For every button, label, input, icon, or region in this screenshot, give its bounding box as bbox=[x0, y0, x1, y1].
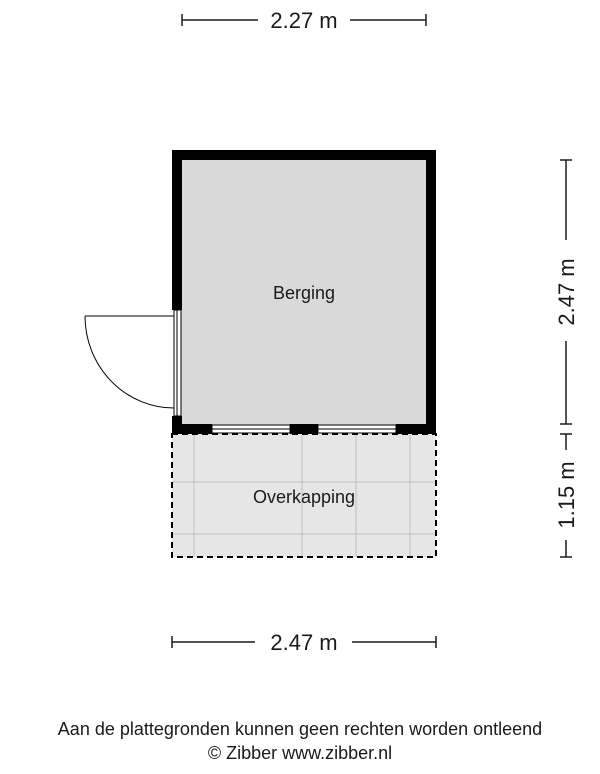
berging-room: Berging bbox=[84, 150, 436, 434]
right-dimension-overkapping: 1.15 m bbox=[554, 433, 579, 558]
right-dimension-berging-label: 2.47 m bbox=[554, 258, 579, 325]
window-right bbox=[317, 424, 397, 434]
bottom-dimension-label: 2.47 m bbox=[270, 630, 337, 655]
door bbox=[84, 309, 182, 417]
right-dimension-overkapping-label: 1.15 m bbox=[554, 461, 579, 528]
top-dimension: 2.27 m bbox=[181, 8, 427, 33]
bottom-dimension: 2.47 m bbox=[171, 630, 437, 655]
right-dimension-berging: 2.47 m bbox=[554, 159, 579, 425]
window-left bbox=[211, 424, 291, 434]
overkapping-area: Overkapping bbox=[171, 433, 437, 558]
room-label-berging: Berging bbox=[273, 283, 335, 303]
footer-disclaimer: Aan de plattegronden kunnen geen rechten… bbox=[57, 719, 543, 739]
footer-copyright: © Zibber www.zibber.nl bbox=[207, 743, 393, 763]
room-label-overkapping: Overkapping bbox=[253, 487, 355, 507]
top-dimension-label: 2.27 m bbox=[270, 8, 337, 33]
